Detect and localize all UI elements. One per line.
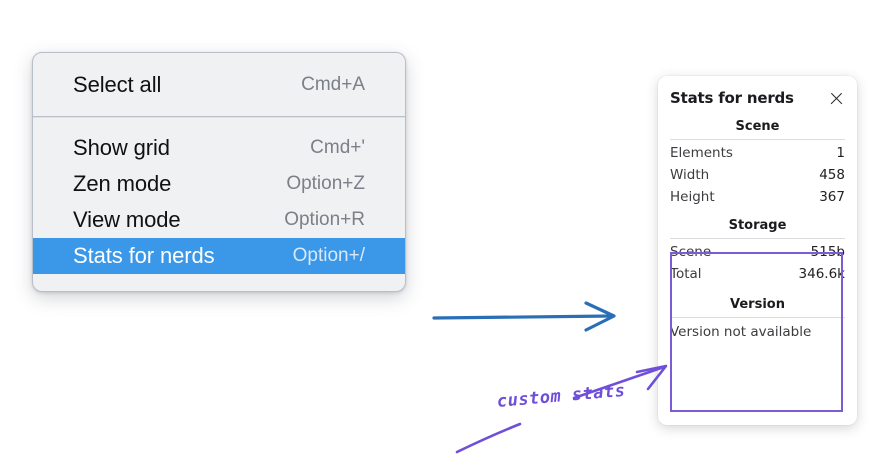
menu-item-shortcut: Option+R: [284, 209, 365, 230]
section-divider: [670, 238, 845, 239]
section-divider: [670, 317, 845, 318]
stats-for-nerds-panel: Stats for nerds Scene Elements 1 Width 4…: [658, 76, 857, 425]
menu-group-2: Show grid Cmd+' Zen mode Option+Z View m…: [33, 117, 405, 291]
menu-item-select-all[interactable]: Select all Cmd+A: [33, 67, 405, 103]
panel-header: Stats for nerds: [670, 86, 845, 116]
section-divider: [670, 139, 845, 140]
stat-value: 458: [819, 167, 845, 183]
section-heading-scene: Scene: [735, 119, 780, 134]
stat-row-total-storage: Total 346.6k: [670, 263, 845, 285]
version-note: Version not available: [670, 324, 812, 340]
menu-item-label: Zen mode: [73, 171, 172, 196]
menu-group-1: Select all Cmd+A: [33, 53, 405, 116]
menu-item-stats-for-nerds[interactable]: Stats for nerds Option+/: [33, 238, 405, 274]
stat-label: Height: [670, 189, 715, 205]
section-scene: Scene Elements 1 Width 458 Height 367: [670, 116, 845, 208]
stat-row-elements: Elements 1: [670, 142, 845, 164]
menu-item-label: Show grid: [73, 135, 170, 160]
stat-value: 515b: [810, 244, 845, 260]
stat-value: 367: [819, 189, 845, 205]
menu-separator: [33, 116, 405, 117]
panel-title: Stats for nerds: [670, 89, 794, 107]
menu-item-label: Select all: [73, 72, 162, 97]
menu-item-shortcut: Cmd+': [310, 137, 365, 158]
stat-label: Width: [670, 167, 710, 183]
stat-label: Elements: [670, 145, 733, 161]
section-storage: Storage Scene 515b Total 346.6k: [670, 215, 845, 285]
menu-item-view-mode[interactable]: View mode Option+R: [33, 202, 405, 238]
menu-item-label: Stats for nerds: [73, 243, 215, 268]
blue-arrow: [432, 301, 616, 332]
stat-value: 1: [836, 145, 845, 161]
section-heading-version: Version: [730, 297, 785, 312]
close-icon[interactable]: [828, 90, 845, 107]
stat-label: Total: [670, 266, 702, 282]
menu-item-shortcut: Option+/: [292, 245, 365, 266]
purple-underline-stroke: [455, 422, 522, 454]
menu-item-show-grid[interactable]: Show grid Cmd+': [33, 130, 405, 166]
menu-item-shortcut: Option+Z: [286, 173, 365, 194]
section-version: Version Version not available: [670, 294, 845, 340]
menu-item-shortcut: Cmd+A: [301, 74, 365, 95]
stat-row-width: Width 458: [670, 164, 845, 186]
stat-label: Scene: [670, 244, 712, 260]
menu-item-zen-mode[interactable]: Zen mode Option+Z: [33, 166, 405, 202]
annotation-label-custom-stats: custom stats: [496, 380, 627, 412]
stat-row-scene-storage: Scene 515b: [670, 241, 845, 263]
menu-item-label: View mode: [73, 207, 181, 232]
context-menu[interactable]: Select all Cmd+A Show grid Cmd+' Zen mod…: [32, 52, 406, 292]
stat-row-height: Height 367: [670, 186, 845, 208]
stat-value: 346.6k: [798, 266, 845, 282]
section-heading-storage: Storage: [728, 218, 787, 233]
